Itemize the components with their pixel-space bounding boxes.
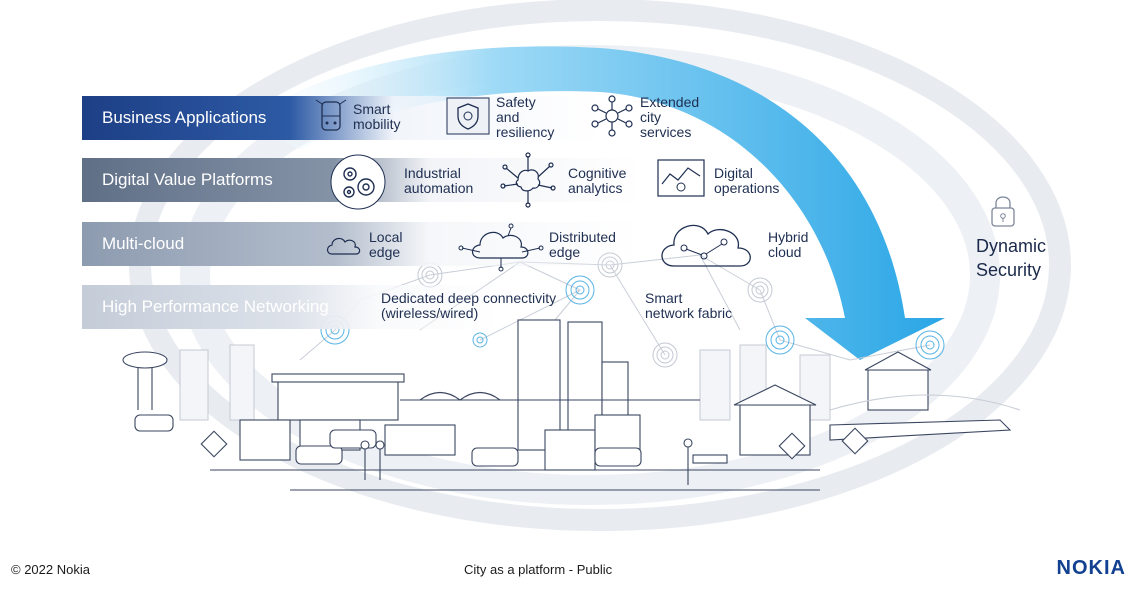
service-extended-city: Extended city services [640,94,700,140]
security-arrow [250,46,945,360]
distributed-cloud-icon [458,223,544,272]
city-network-icon [591,95,633,137]
shield-icon [446,97,490,135]
layer-label: Digital Value Platforms [102,170,273,189]
lock-icon [991,196,1015,227]
service-distributed-edge: Distributed edge [549,229,616,260]
dynamic-security-label: Dynamic Security [976,236,1047,280]
service-dedicated-connectivity: Dedicated deep connectivity (wireless/wi… [381,290,557,321]
service-cognitive-analytics: Cognitive analytics [568,165,627,196]
layer-label: Multi-cloud [102,234,185,253]
service-smart-network-fabric: Smart network fabric [645,290,733,321]
service-digital-operations: Digital operations [714,165,780,196]
service-smart-mobility: Smart mobility [353,101,401,132]
layer-label: Business Applications [102,108,267,127]
layer-high-performance-networking: High Performance Networking [82,285,502,329]
layer-multi-cloud: Multi-cloud [82,222,642,266]
copyright-text: © 2022 Nokia [11,562,90,577]
brain-network-icon [500,152,556,208]
service-safety-resiliency: Safety and resiliency [496,94,555,140]
service-local-edge: Local edge [369,229,403,260]
gears-icon [330,154,386,210]
cloud-icon [326,237,361,255]
monitor-chart-icon [657,159,705,197]
service-hybrid-cloud: Hybrid cloud [768,229,809,260]
service-industrial-automation: Industrial automation [404,165,474,196]
footer-classification: City as a platform - Public [464,562,613,577]
smart-mobility-icon [315,99,347,131]
layer-business-applications: Business Applications [82,96,602,140]
hybrid-cloud-icon [661,224,751,267]
city-skyline [122,319,1021,491]
layer-label: High Performance Networking [102,297,329,316]
nokia-logo: NOKIA [1056,557,1126,579]
